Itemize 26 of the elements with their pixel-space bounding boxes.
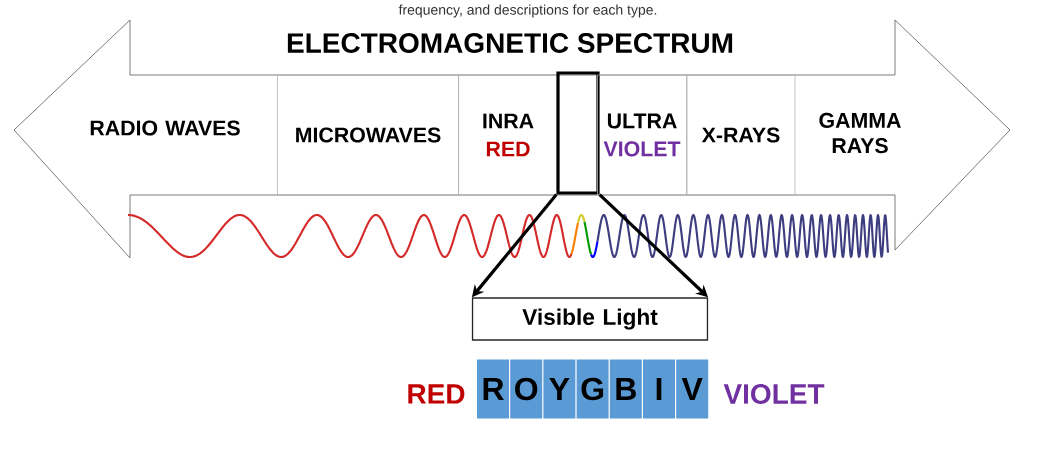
- letter-cell: B: [609, 359, 642, 419]
- letter-cell: I: [643, 359, 675, 419]
- caption-text: frequency, and descriptions for each type.: [398, 4, 657, 18]
- spectrum-end-label: VIOLET: [723, 384, 825, 404]
- spectrum-end-label: RED: [408, 384, 465, 404]
- node-label: V: [681, 377, 703, 400]
- node-label: I: [656, 377, 662, 400]
- letter-cell: R: [477, 359, 509, 419]
- node-label: B: [616, 377, 636, 400]
- band-box: X-RAYS: [686, 74, 796, 196]
- node-label: G: [581, 377, 604, 401]
- label-box: Visible Light: [471, 297, 709, 341]
- node-label: Y: [549, 377, 570, 400]
- letter-cell: Y: [543, 359, 576, 419]
- letter-cell: G: [576, 359, 609, 419]
- visible-band-box: [556, 71, 600, 195]
- band-label: GAMMA RAYS: [819, 112, 901, 154]
- node-label: O: [515, 377, 538, 401]
- node-label: R: [483, 377, 504, 400]
- band-box: ULTRA VIOLET: [597, 74, 687, 196]
- band-box: MICROWAVES: [277, 74, 459, 196]
- band-box: INRA RED: [458, 74, 558, 196]
- letter-cell: O: [510, 359, 543, 419]
- letter-cell: V: [676, 359, 709, 419]
- title: ELECTROMAGNETIC SPECTRUM: [287, 33, 733, 53]
- band-label: RADIO WAVES: [90, 120, 240, 136]
